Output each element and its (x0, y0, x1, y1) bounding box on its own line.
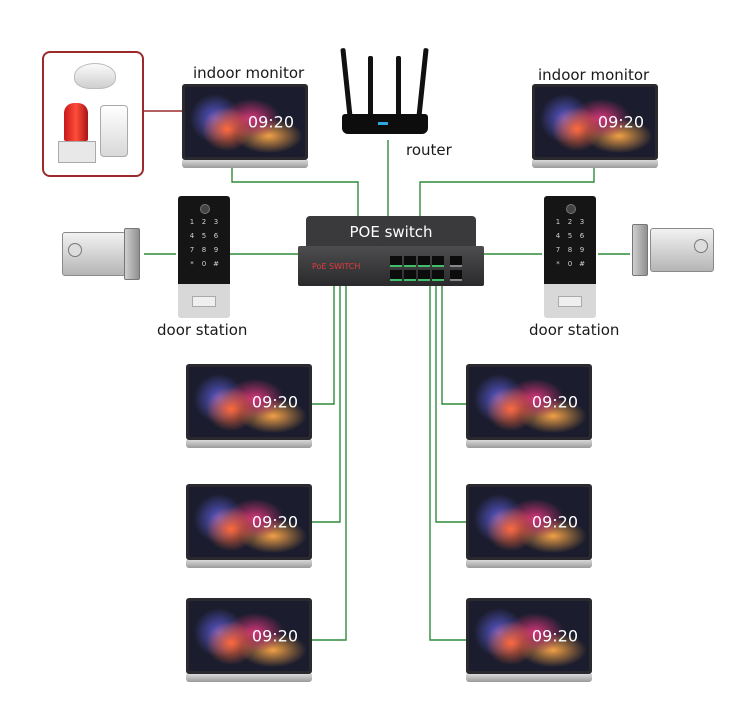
wire-left-3 (312, 286, 347, 641)
label-indoor-monitor-right: indoor monitor (538, 66, 650, 84)
siren-base (58, 141, 96, 163)
label-door-station-right: door station (529, 321, 620, 339)
monitor-time: 09:20 (531, 392, 578, 412)
router-icon (338, 44, 432, 140)
electric-lock-icon (50, 228, 142, 280)
indoor-monitor-top-left: 09:20 (182, 84, 308, 170)
card-reader-icon (192, 296, 216, 307)
wire-right-2 (435, 286, 466, 523)
wire-left-1 (312, 286, 335, 405)
camera-icon (200, 204, 210, 214)
indoor-monitor-right-1: 09:20 (466, 364, 592, 450)
wire-left-2 (312, 286, 341, 523)
poe-switch-label: POE switch (349, 223, 433, 241)
indoor-monitor-left-1: 09:20 (186, 364, 312, 450)
motion-sensor-icon (100, 105, 128, 157)
alarm-devices-group (42, 51, 144, 177)
card-reader-icon (558, 296, 582, 307)
monitor-time: 09:20 (251, 512, 298, 532)
alarm-siren-icon (64, 103, 88, 141)
wire-right-1 (441, 286, 466, 405)
monitor-time: 09:20 (251, 626, 298, 646)
indoor-monitor-left-3: 09:20 (186, 598, 312, 684)
wire-monitor-left-top (231, 166, 359, 216)
indoor-monitor-left-2: 09:20 (186, 484, 312, 570)
wire-right-3 (429, 286, 466, 641)
label-door-station-left: door station (157, 321, 248, 339)
monitor-time: 09:20 (251, 392, 298, 412)
monitor-time: 09:20 (531, 626, 578, 646)
camera-icon (566, 204, 576, 214)
wire-monitor-right-top (419, 166, 595, 216)
poe-switch-icon: POE switch PoE SWITCH (298, 216, 484, 286)
smoke-detector-icon (74, 63, 116, 89)
switch-brand-label: PoE SWITCH (312, 262, 361, 271)
label-router: router (406, 141, 452, 159)
indoor-monitor-right-2: 09:20 (466, 484, 592, 570)
indoor-monitor-top-right: 09:20 (532, 84, 658, 170)
label-indoor-monitor-left: indoor monitor (193, 64, 305, 82)
monitor-time: 09:20 (531, 512, 578, 532)
monitor-time: 09:20 (597, 112, 644, 132)
monitor-time: 09:20 (247, 112, 294, 132)
electric-lock-icon (632, 224, 724, 276)
indoor-monitor-right-3: 09:20 (466, 598, 592, 684)
